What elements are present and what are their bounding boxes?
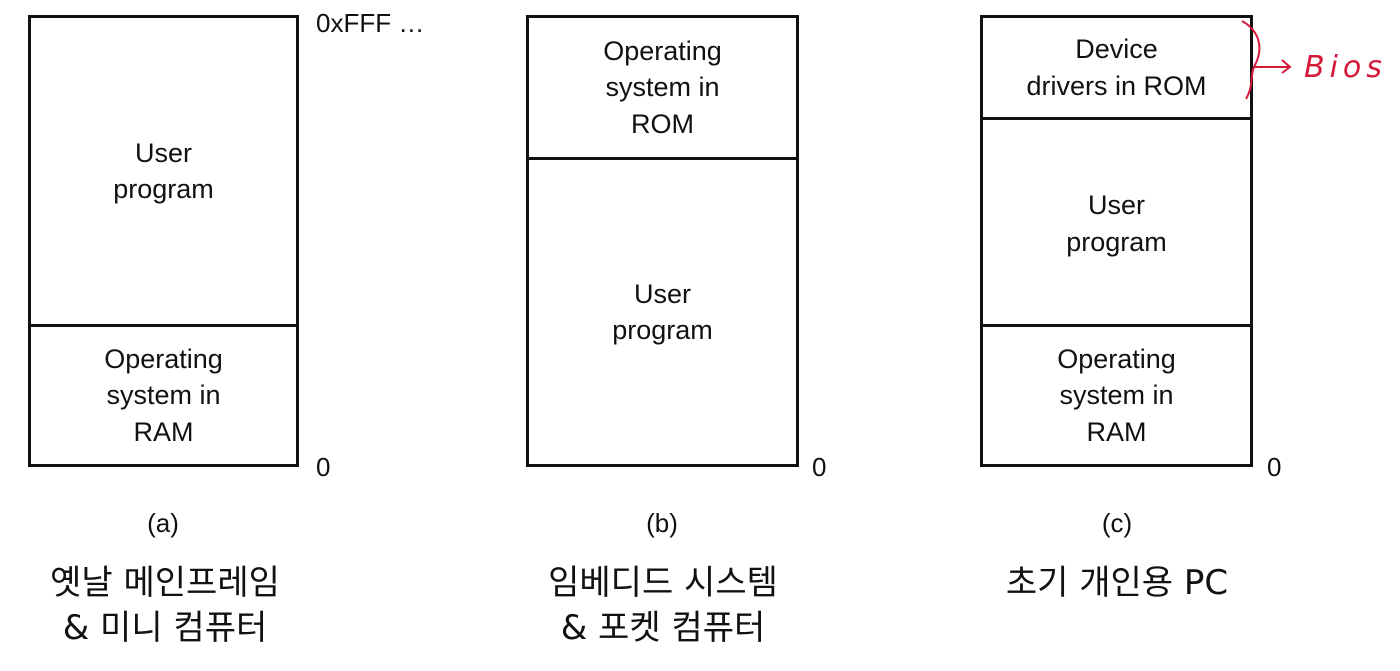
bottom-address-b: 0	[812, 452, 827, 482]
os-ram-block-a: Operating system in RAM	[31, 324, 296, 464]
device-drivers-rom-block-c: Device drivers in ROM	[983, 18, 1250, 117]
memory-layout-c: Device drivers in ROM User program Opera…	[980, 15, 1253, 467]
user-program-block-b: User program	[529, 157, 796, 464]
bios-handwritten-annotation: Bios	[1241, 20, 1387, 100]
user-program-block-c: User program	[983, 117, 1250, 327]
os-rom-label-b: Operating system in ROM	[603, 36, 722, 139]
device-drivers-label-c: Device drivers in ROM	[1026, 34, 1207, 101]
bios-note-text: Bios	[1304, 50, 1387, 85]
caption-a: 옛날 메인프레임 & 미니 컴퓨터	[50, 563, 280, 648]
bios-arrow	[1254, 59, 1292, 74]
user-program-label-c: User program	[1066, 190, 1167, 257]
user-program-label-b: User program	[612, 278, 713, 345]
os-rom-block-b: Operating system in ROM	[529, 18, 796, 157]
bottom-address-c: 0	[1267, 452, 1282, 482]
os-ram-label-c: Operating system in RAM	[1057, 344, 1176, 447]
os-ram-block-c: Operating system in RAM	[983, 324, 1250, 464]
caption-b: 임베디드 시스템 & 포켓 컴퓨터	[548, 563, 778, 648]
caption-c: 초기 개인용 PC	[1005, 563, 1229, 603]
top-address-a: 0xFFF …	[316, 8, 425, 38]
memory-layout-a: User program Operating system in RAM	[28, 15, 299, 467]
figure-label-a: (a)	[147, 508, 179, 538]
os-ram-label-a: Operating system in RAM	[104, 344, 223, 447]
figure-label-b: (b)	[646, 508, 678, 538]
bios-bracket	[1241, 20, 1261, 100]
figure-label-c: (c)	[1101, 508, 1133, 538]
memory-layout-b: Operating system in ROM User program	[526, 15, 799, 467]
user-program-block-a: User program	[31, 18, 296, 324]
user-program-label-a: User program	[113, 137, 214, 204]
bottom-address-a: 0	[316, 452, 331, 482]
